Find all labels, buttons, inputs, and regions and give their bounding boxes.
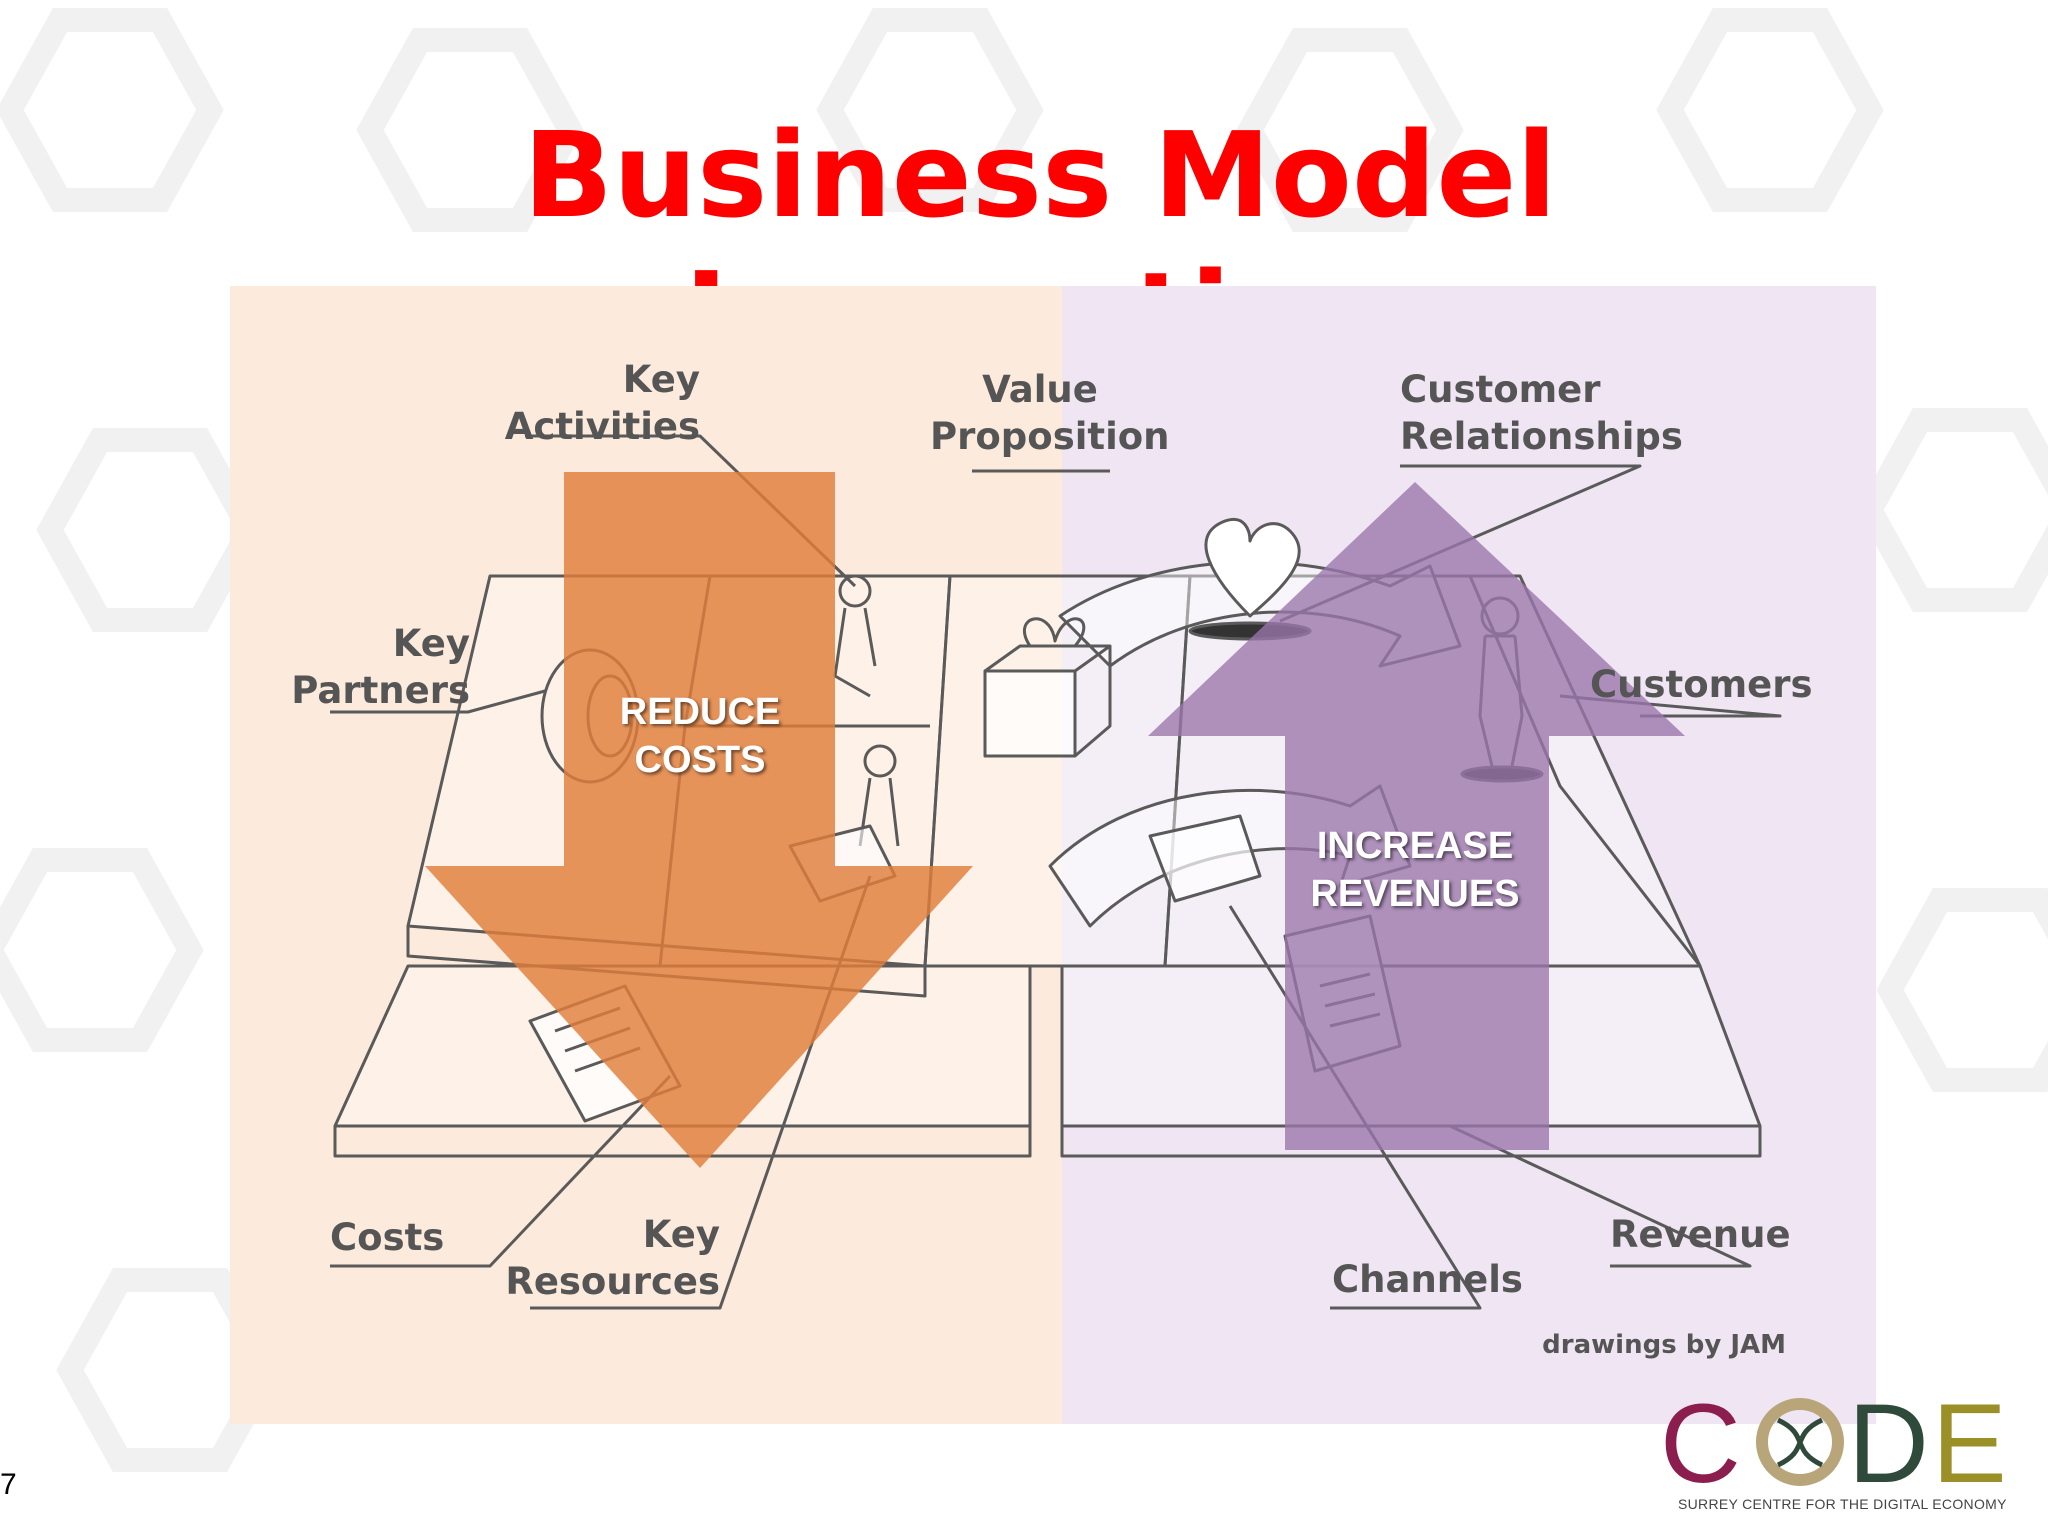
label-key-resources: Key Resources xyxy=(505,1213,720,1303)
logo-letter-c: C xyxy=(1660,1390,1741,1490)
label-customers: Customers xyxy=(1590,663,1813,706)
label-customer-relationships: Customer Relationships xyxy=(1400,368,1683,458)
label-channels: Channels xyxy=(1332,1258,1523,1301)
label-key-partners: Key Partners xyxy=(291,622,470,712)
business-model-canvas-diagram: Key Activities Value Proposition Custome… xyxy=(230,286,1876,1424)
title-line-1: Business Model xyxy=(523,106,1557,244)
increase-revenues-arrow xyxy=(1148,482,1685,1150)
increase-revenues-label: INCREASE REVENUES xyxy=(1310,825,1520,915)
label-revenue: Revenue xyxy=(1610,1213,1791,1256)
logo-letter-d: D xyxy=(1848,1390,1929,1490)
logo-tagline: SURREY CENTRE FOR THE DIGITAL ECONOMY xyxy=(1678,1496,2007,1512)
logo-letter-e: E xyxy=(1932,1390,2007,1490)
label-key-activities: Key Activities xyxy=(504,358,700,448)
label-costs: Costs xyxy=(330,1216,445,1259)
dna-icon xyxy=(1776,1417,1824,1468)
code-logo: C D E SURREY CENTRE FOR THE DIGITAL ECON… xyxy=(1660,1390,2020,1520)
logo-letter-o-ring xyxy=(1756,1398,1844,1486)
reduce-costs-label: REDUCE COSTS xyxy=(619,691,781,781)
reduce-costs-arrow xyxy=(425,472,973,1168)
label-value-proposition: Value Proposition xyxy=(930,368,1170,458)
slide-number: 7 xyxy=(0,1468,17,1501)
drawing-credit: drawings by JAM xyxy=(1542,1330,1786,1360)
heart-icon xyxy=(1204,517,1301,618)
